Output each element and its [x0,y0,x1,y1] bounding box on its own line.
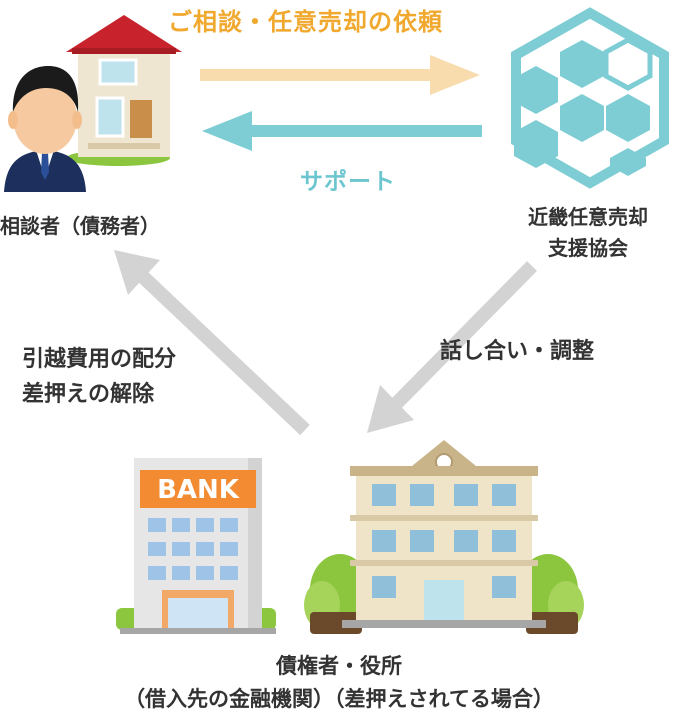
association-label-line: 支援協会 [548,236,628,260]
request-arrow [200,55,480,95]
creditor-label-line: 債権者・役所 [276,654,402,678]
creditor-label-line: （借入先の金融機関）（差押えされてる場合） [124,687,554,711]
creditor-label: 債権者・役所 （借入先の金融機関）（差押えされてる場合） [0,650,678,716]
consultant-icon [4,15,182,192]
adjust-arrow [367,261,537,433]
association-label: 近畿任意売却 支援協会 [498,202,678,264]
support-label: サポート [300,169,396,195]
request-label: ご相談・任意売却の依頼 [168,8,443,36]
release-label: 引越費用の配分 差押えの解除 [22,342,176,412]
release-label-line: 差押えの解除 [22,382,155,407]
release-arrow [114,250,310,436]
bank-sign: BANK [157,475,240,505]
support-arrow [202,111,482,151]
government-office-icon [304,440,584,634]
association-logo-cells [514,40,650,176]
association-label-line: 近畿任意売却 [528,205,648,229]
release-label-line: 引越費用の配分 [22,347,177,372]
adjust-label: 話し合い・調整 [440,339,595,364]
consultant-label: 相談者（債務者） [0,214,160,238]
bank-icon [116,458,276,634]
association-logo-outline-cell [603,37,653,91]
association-logo-icon [511,7,669,189]
